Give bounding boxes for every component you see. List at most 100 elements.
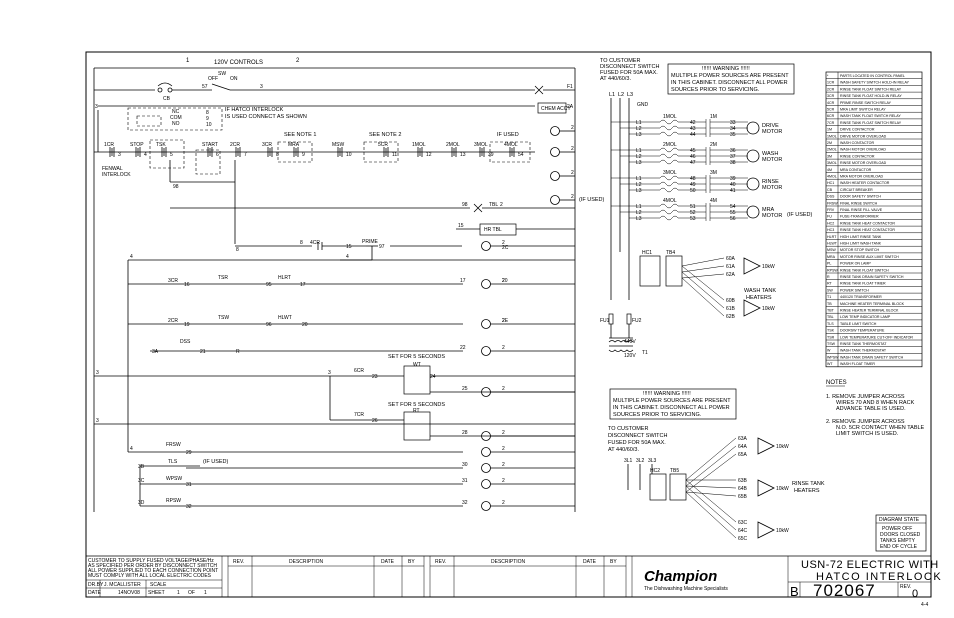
cust-note-b3: FUSED FOR 50A MAX. [608,440,666,446]
overload [659,153,679,159]
legend-desc: RINSE TANK FLOAT HOLD-IN RELAY [840,94,902,98]
legend-code: MSW [827,248,836,252]
legend-desc: HIGH LIMIT RINSE TANK [840,235,882,239]
sheet-value: 1 [177,590,180,596]
if-used-label: IF USED [497,132,519,138]
contact-label-mra: MRA [288,142,300,148]
heater-term: 63B [738,478,748,484]
label-tsr: TSR [218,275,228,281]
gnd-top: GND [637,102,649,108]
legend-desc: FINAL RINSE SWITCH [840,201,878,205]
tb5-block [669,473,687,501]
contact-label-5cr: 5CR [378,142,388,148]
legend-code: TSW [827,342,836,346]
legend-desc: RINSE CONTACTOR [840,154,875,158]
motor-name-2: MOTOR [762,213,782,219]
legend-code: TBT [827,309,835,313]
cust-note-b4: AT 440/60/3. [608,447,639,453]
heater-wire [681,277,725,317]
contact-label-2cr: 2CR [230,142,240,148]
rev-col-2: REV. [435,559,446,565]
fu1-label: FU1 [600,318,610,324]
heater-kw: 10kW [762,264,775,270]
legend-desc: WASH TANK THERMOSTAT [840,349,887,353]
coil-symbol [481,346,491,356]
legend-code: R [827,275,830,279]
warning-top-1: MULTIPLE POWER SOURCES ARE PRESENT [671,73,789,79]
legend-code: 4MOL [827,175,837,179]
legend-code: RT [827,282,833,286]
if-used-right: (IF USED) [579,197,605,203]
corner-mark: 4-4 [921,602,928,608]
coil-wire-2: 2 [502,478,505,484]
set-5-seconds-b: SET FOR 5 SECONDS [388,402,445,408]
rinse-heaters-2: HEATERS [794,488,820,494]
wire-4a: 4 [346,254,349,260]
wire-17a: 17 [300,282,306,288]
phase-label: L2 [636,210,642,216]
coil-wire-2: 2 [502,278,505,284]
wash-heaters-1: WASH TANK [744,288,776,294]
label-7cr: 7CR [354,412,364,418]
legend-code: 5CR [827,108,835,112]
heater-term: 62B [726,314,736,320]
of-value: 1 [204,590,207,596]
heater-term: 65B [738,494,748,500]
warning-box-top [667,63,795,95]
m-label: 1M [710,114,717,120]
overload [659,215,679,221]
legend-desc: RINSE TANK FLOAT SWITCH RELAY [840,121,902,125]
label-tsw: TSW [218,315,229,321]
hatco-com: COM [170,115,182,121]
label-tls: TLS [168,459,178,465]
heater-term: 65A [738,452,748,458]
contact-label-msw: MSW [332,142,345,148]
legend-code: 4M [827,168,832,172]
mol-label: 4MOL [663,198,677,204]
motor-num: 46 [690,154,696,160]
wire-3c: 3 [328,370,331,376]
phase-label: L3 [636,160,642,166]
wire-29: 29 [186,450,192,456]
legend-desc: MRA MOTOR OVERLOAD [840,175,883,179]
legend-code: HLRT [827,235,837,239]
label-dss: DSS [180,339,191,345]
scale-label: SCALE [150,582,167,588]
ladder-diagram: 120V CONTROLS 1 2 SW OFF ON CB 57 3 F1 3… [93,58,605,512]
sw-off: OFF [208,76,218,82]
motor-name: MRA [762,207,775,213]
legend-desc: RINSE TANK FLOAT TIMER [840,282,886,286]
wire-3: 3 [118,152,121,158]
wire-15a: 15 [458,223,464,229]
hc1-block [639,255,661,287]
title-block: CUSTOMER TO SUPPLY FUSED VOLTAGE/PHASE/H… [86,555,941,608]
cb-label: CB [163,96,171,102]
heater-symbol [757,479,775,497]
phase-label: L3 [636,132,642,138]
tls-if-used: (IF USED) [203,459,229,465]
legend-desc: DRIVE CONTACTOR [840,128,875,132]
coil-wire-2: 2 [502,318,505,324]
t1-label: T1 [642,350,648,356]
tb-note-2: AS SPECIFIED PER ORDER BY DISCONNECT SWI… [88,563,217,569]
wire-30: 30 [462,462,468,468]
heater-wire [685,479,737,523]
heater-wire [685,445,737,487]
wire-9: 9 [302,152,305,158]
coil-symbol [481,319,491,329]
legend-code: RPSW [827,268,838,272]
ds-l2: DOORS CLOSED [880,532,921,538]
coil-symbol [481,479,491,489]
hatco-no: NO [172,121,180,127]
heater-wire [681,265,725,301]
contact-label-1mol: 1MOL [412,142,426,148]
legend-desc: RINSE TANK THERMOSTAT [840,342,887,346]
wire-15b: 15 [346,244,352,250]
of-label: OF [188,590,195,596]
note2-l2: N.O. 5CR CONTACT WHEN TABLE [836,425,925,431]
wire-2e: 2E [502,318,509,324]
tbl-label: TBL [489,202,498,208]
wire-20: 20 [302,322,308,328]
